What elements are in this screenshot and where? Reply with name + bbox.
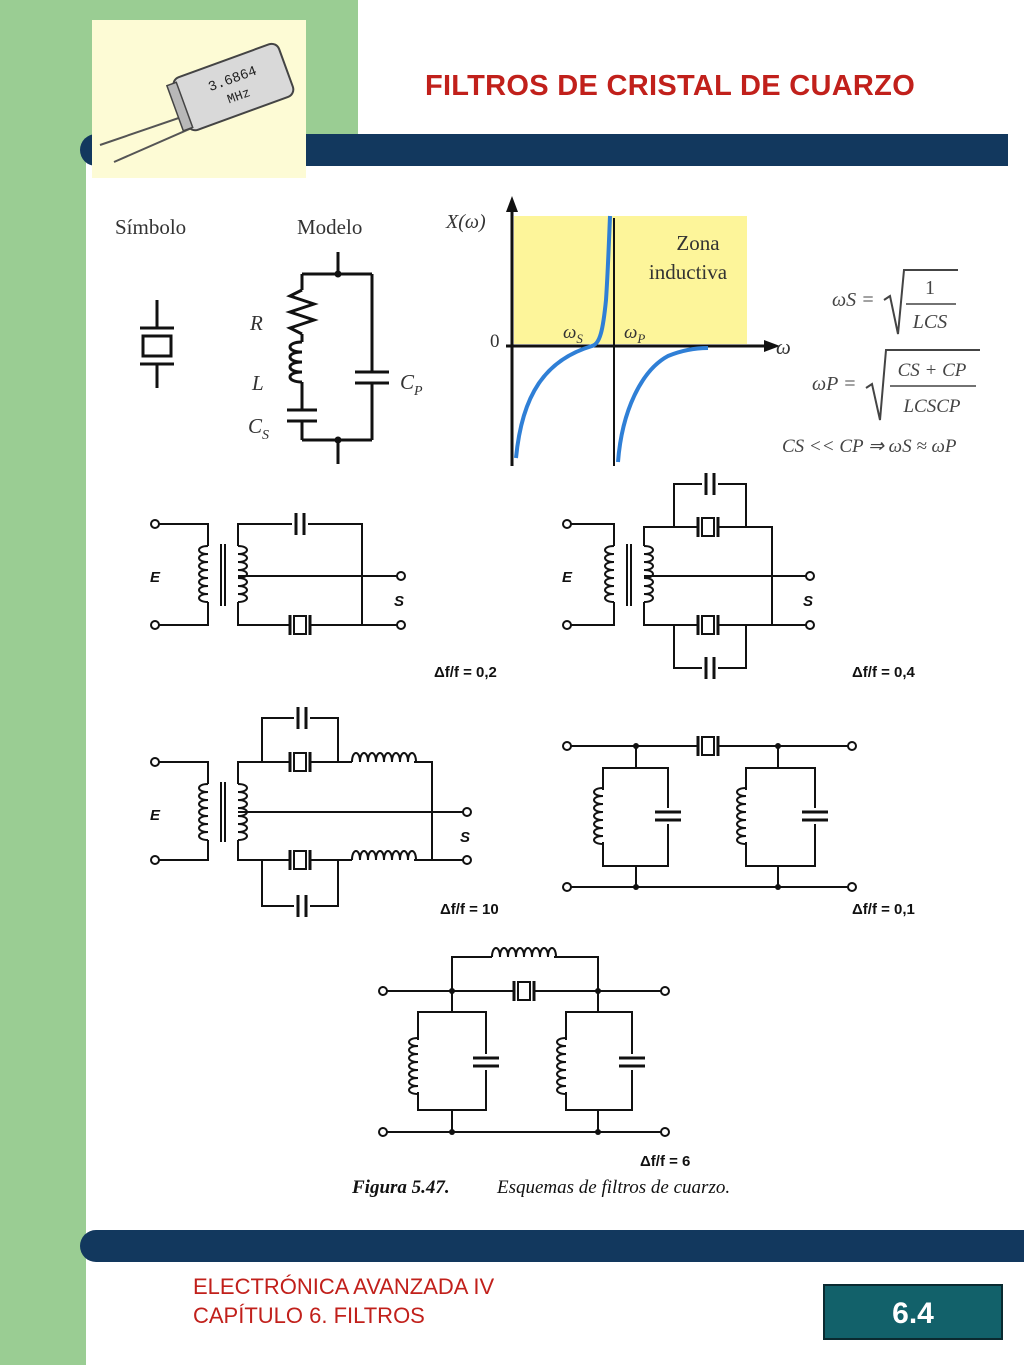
c1-output-label: S xyxy=(394,593,404,610)
model-label: Modelo xyxy=(297,215,362,239)
plot-x-label: ω xyxy=(776,335,791,359)
zone-label-line2: inductiva xyxy=(649,260,728,284)
crystal-equivalent-model xyxy=(285,252,389,464)
zone-label-line1: Zona xyxy=(676,231,720,255)
c1-ratio: Δf/f = 0,2 xyxy=(434,664,497,681)
svg-text:LCS: LCS xyxy=(912,311,947,333)
figure-caption-text: Esquemas de filtros de cuarzo. xyxy=(496,1177,730,1198)
figure-caption-label: Figura 5.47. xyxy=(351,1177,450,1198)
c2-output-label: S xyxy=(803,593,813,610)
page-title: FILTROS DE CRISTAL DE CUARZO xyxy=(424,70,916,102)
symbol-label: Símbolo xyxy=(115,215,186,239)
footer-text: ELECTRÓNICA AVANZADA IV CAPÍTULO 6. FILT… xyxy=(193,1272,494,1330)
plot-y-label: X(ω) xyxy=(445,211,486,233)
svg-text:ωP =: ωP = xyxy=(812,373,856,395)
page-number-badge: 6.4 xyxy=(823,1284,1003,1340)
crystal-photo: 3.6864 MHz xyxy=(92,20,306,178)
svg-text:1: 1 xyxy=(925,277,935,299)
c4-ratio: Δf/f = 0,1 xyxy=(852,901,915,918)
svg-text:ωS =: ωS = xyxy=(832,289,875,311)
reactance-curve-series xyxy=(514,215,612,459)
equation-omega-s: ωS = 1 LCS xyxy=(832,269,958,335)
crystal-symbol xyxy=(140,300,174,388)
reactance-plot xyxy=(506,196,780,466)
label-CS: CS xyxy=(248,414,269,443)
c1-input-label: E xyxy=(150,569,161,586)
label-CP: CP xyxy=(400,370,423,399)
c3-ratio: Δf/f = 10 xyxy=(440,901,499,918)
c2-input-label: E xyxy=(562,569,573,586)
footer-course: ELECTRÓNICA AVANZADA IV xyxy=(193,1274,495,1299)
c3-output-label: S xyxy=(460,829,470,846)
c3-input-label: E xyxy=(150,807,161,824)
filter-circuit-2 xyxy=(562,471,815,681)
reactance-curve-parallel xyxy=(616,346,709,463)
footer-bar xyxy=(80,1230,1024,1262)
omega-s-label: ωS xyxy=(563,322,583,346)
filter-circuit-4 xyxy=(562,734,857,892)
label-L: L xyxy=(251,371,264,395)
omega-p-label: ωP xyxy=(624,322,645,346)
c2-ratio: Δf/f = 0,4 xyxy=(852,664,916,681)
footer-chapter: CAPÍTULO 6. FILTROS xyxy=(193,1303,425,1328)
svg-text:CS + CP: CS + CP xyxy=(898,360,967,381)
svg-text:LCSCP: LCSCP xyxy=(902,396,960,417)
filter-circuit-3 xyxy=(150,705,472,919)
equation-approx: CS << CP ⇒ ωS ≈ ωP xyxy=(782,436,957,457)
equation-omega-p: ωP = CS + CP LCSCP xyxy=(812,349,980,421)
inductive-zone xyxy=(514,216,747,344)
filter-circuit-5 xyxy=(378,947,670,1137)
plot-zero-label: 0 xyxy=(490,331,500,352)
left-sidebar xyxy=(0,0,86,1365)
c5-ratio: Δf/f = 6 xyxy=(640,1153,690,1170)
filter-circuit-1 xyxy=(150,511,406,637)
label-R: R xyxy=(249,311,263,335)
